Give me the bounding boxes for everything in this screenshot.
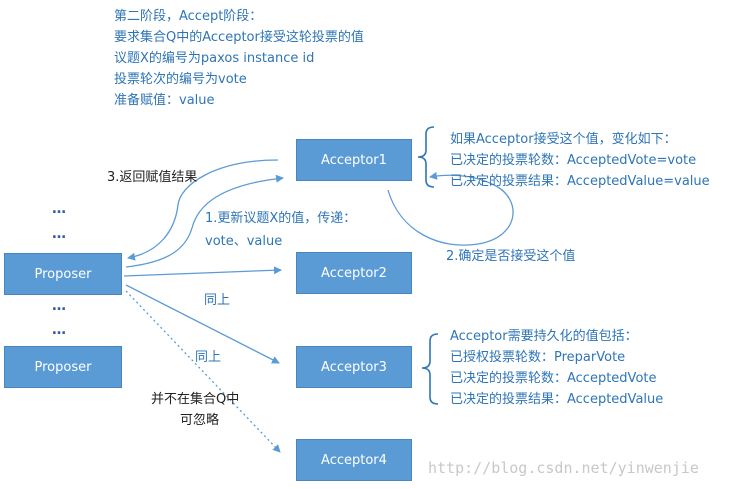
persist-note: Acceptor需要持久化的值包括： 已授权投票轮数：PreparVote 已决… [450, 326, 663, 410]
return-result-arrow [127, 159, 279, 261]
proposer-node-1: Proposer [4, 253, 122, 295]
intro-line-4: 投票轮次的编号为vote [114, 72, 247, 87]
brace-accept [417, 126, 435, 188]
acceptor4-node: Acceptor4 [296, 439, 412, 481]
intro-line-5: 准备赋值：value [114, 93, 215, 108]
ellipsis-dots-4: … [52, 322, 67, 338]
accept-note-line-3: 已决定的投票结果：AcceptedValue=value [450, 174, 710, 189]
persist-note-line-4: 已决定的投票结果：AcceptedValue [450, 392, 664, 407]
return-result-label: 3.返回赋值结果 [107, 170, 198, 185]
not-in-q-label-line1: 并不在集合Q中 [151, 392, 240, 407]
same-label-1: 同上 [204, 293, 231, 308]
update-label-line1: 1.更新议题X的值，传递： [205, 211, 357, 226]
brace-persist [421, 333, 439, 405]
confirm-label: 2.确定是否接受这个值 [446, 249, 576, 264]
proposer-to-acceptor2-arrow [123, 266, 282, 277]
proposer-to-acceptor4-dotted-arrow [125, 290, 281, 453]
ellipsis-dots-2: … [52, 226, 67, 242]
watermark-text: http://blog.csdn.net/yinwenjie [428, 459, 699, 477]
accept-note: 如果Acceptor接受这个值，变化如下： 已决定的投票轮数：AcceptedV… [450, 129, 710, 192]
acceptor2-node: Acceptor2 [296, 252, 412, 294]
confirm-self-loop-arrow [387, 171, 514, 246]
same-label-2: 同上 [195, 350, 222, 365]
intro-line-1: 第二阶段，Accept阶段： [114, 9, 263, 24]
accept-note-line-2: 已决定的投票轮数：AcceptedVote=vote [450, 153, 697, 168]
acceptor1-node: Acceptor1 [296, 139, 412, 181]
persist-note-line-1: Acceptor需要持久化的值包括： [450, 329, 638, 344]
intro-line-3: 议题X的编号为paxos instance id [114, 51, 315, 66]
ellipsis-dots-3: … [52, 298, 67, 314]
proposer-to-acceptor3-arrow [125, 284, 280, 364]
acceptor3-node: Acceptor3 [296, 346, 412, 388]
intro-line-2: 要求集合Q中的Acceptor接受这轮投票的值 [114, 30, 364, 45]
persist-note-line-2: 已授权投票轮数：PreparVote [450, 350, 626, 365]
update-label-line2: vote、value [205, 234, 283, 249]
update-arrow [125, 174, 284, 268]
accept-note-line-1: 如果Acceptor接受这个值，变化如下： [450, 132, 677, 147]
ellipsis-dots-1: … [52, 201, 67, 217]
not-in-q-label-line2: 可忽略 [180, 413, 220, 428]
intro-text: 第二阶段，Accept阶段： 要求集合Q中的Acceptor接受这轮投票的值 议… [114, 6, 364, 111]
persist-note-line-3: 已决定的投票轮数：AcceptedVote [450, 371, 657, 386]
proposer-node-2: Proposer [4, 346, 122, 388]
